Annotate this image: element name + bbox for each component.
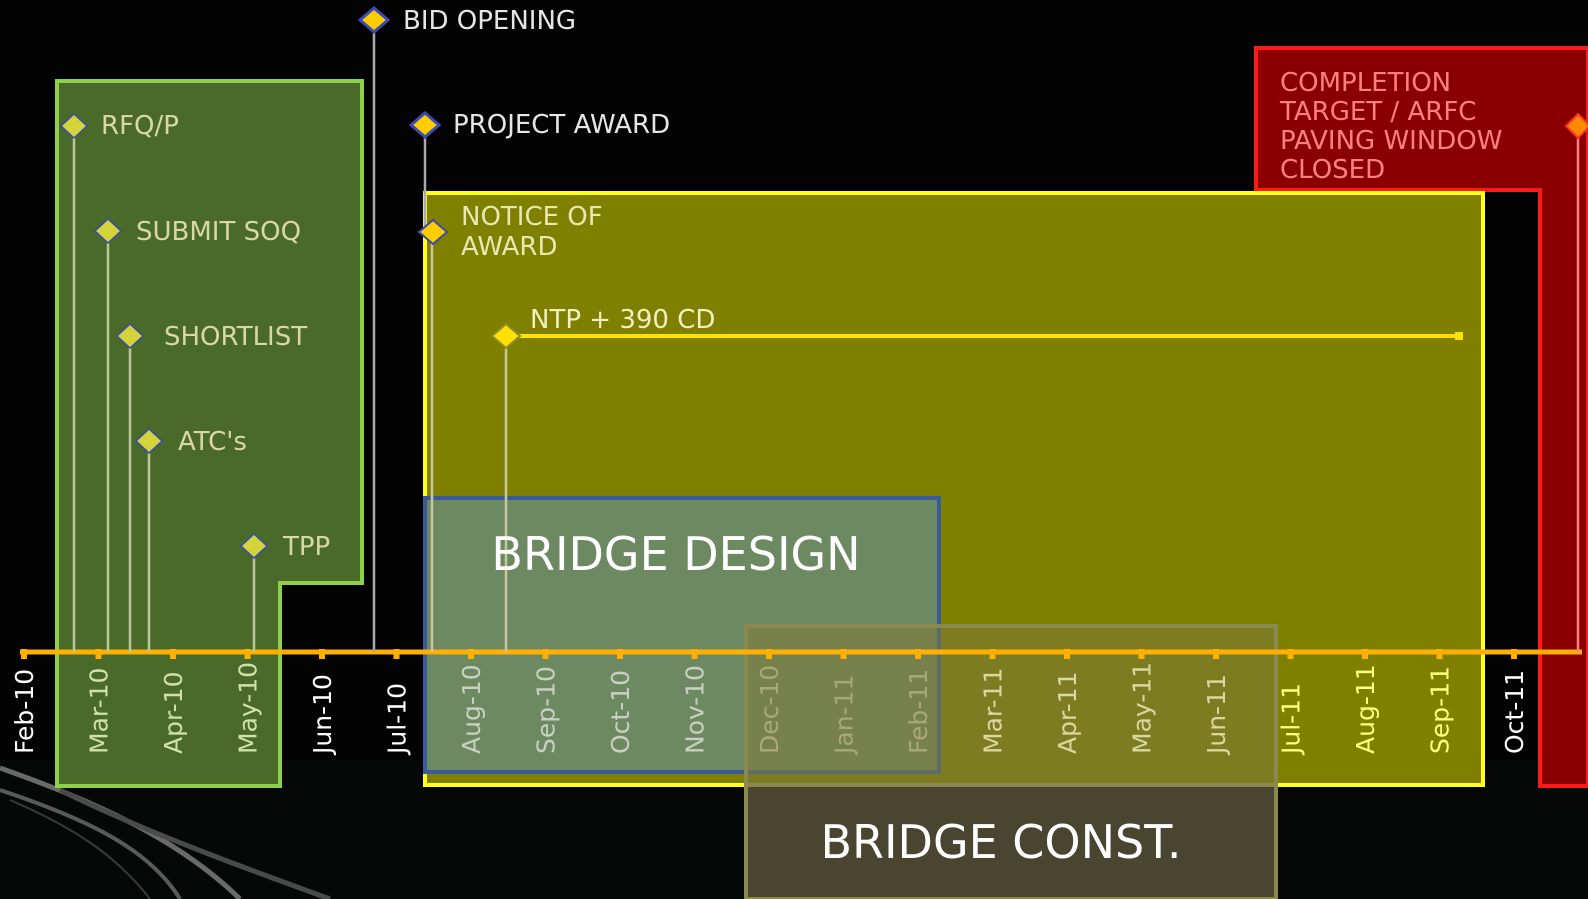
bridge-design-label: BRIDGE DESIGN xyxy=(491,527,860,581)
axis-tick xyxy=(766,649,772,659)
axis-tick xyxy=(1511,649,1517,659)
bridge-const-label: BRIDGE CONST. xyxy=(820,815,1181,869)
month-label-jul-10: Jul-10 xyxy=(383,683,412,756)
project-award-label: PROJECT AWARD xyxy=(453,110,670,140)
completion-diamond-icon xyxy=(1564,112,1588,140)
axis-tick xyxy=(1064,649,1070,659)
notice-of-award-diamond-icon xyxy=(417,218,449,246)
month-label-aug-10: Aug-10 xyxy=(457,664,486,754)
month-label-sep-10: Sep-10 xyxy=(532,666,561,754)
month-label-jun-11: Jun-11 xyxy=(1202,674,1231,756)
axis-tick xyxy=(915,649,921,659)
completion-line2: TARGET / ARFC xyxy=(1279,97,1476,127)
axis-tick xyxy=(691,649,698,659)
axis-tick xyxy=(1287,649,1294,659)
rfqp-diamond-icon xyxy=(59,112,89,140)
bid-opening-diamond-icon xyxy=(357,6,391,34)
axis-tick xyxy=(1138,649,1145,659)
axis-tick xyxy=(617,649,623,659)
axis-tick xyxy=(542,649,549,659)
month-label-jun-10: Jun-10 xyxy=(308,674,337,756)
month-label-mar-10: Mar-10 xyxy=(85,668,114,754)
notice-of-award-label-line1: NOTICE OF xyxy=(461,202,603,232)
axis-tick xyxy=(840,649,847,659)
axis-tick xyxy=(1362,649,1368,659)
axis-ticks xyxy=(21,649,1517,659)
month-label-feb-11: Feb-11 xyxy=(904,669,933,754)
axis-tick xyxy=(170,649,176,659)
notice-of-award-label-line2: AWARD xyxy=(461,232,558,262)
month-label-may-11: May-11 xyxy=(1128,662,1157,754)
ntp-bar-end xyxy=(1455,332,1463,340)
month-label-mar-11: Mar-11 xyxy=(979,668,1008,754)
completion-line1: COMPLETION xyxy=(1280,68,1451,98)
completion-line3: PAVING WINDOW xyxy=(1280,126,1502,156)
month-label-may-10: May-10 xyxy=(234,662,263,754)
submit-soq-label: SUBMIT SOQ xyxy=(136,217,301,247)
month-label-jan-11: Jan-11 xyxy=(830,675,859,756)
month-label-aug-11: Aug-11 xyxy=(1351,664,1380,754)
highway-image xyxy=(0,765,331,899)
axis-tick xyxy=(21,649,27,659)
bridge-const-label-box xyxy=(744,783,1278,899)
shortlist-diamond-icon xyxy=(115,322,145,350)
tpp-diamond-icon xyxy=(239,532,269,560)
month-label-nov-10: Nov-10 xyxy=(681,665,710,754)
axis-tick xyxy=(95,649,102,659)
shortlist-label: SHORTLIST xyxy=(164,322,307,352)
axis-tick xyxy=(319,649,325,659)
month-label-feb-10: Feb-10 xyxy=(10,669,39,754)
atcs-label: ATC's xyxy=(178,427,247,457)
month-label-oct-10: Oct-10 xyxy=(606,670,635,754)
milestone-labels: RFQ/P SUBMIT SOQ SHORTLIST ATC's TPP BID… xyxy=(101,6,715,562)
axis-tick xyxy=(1436,649,1443,659)
axis-tick xyxy=(1213,649,1219,659)
milestone-stems xyxy=(72,20,1580,652)
axis-tick xyxy=(244,649,251,659)
completion-text: COMPLETION TARGET / ARFC PAVING WINDOW C… xyxy=(1279,68,1502,185)
rfqp-label: RFQ/P xyxy=(101,111,179,141)
month-label-sep-11: Sep-11 xyxy=(1426,666,1455,754)
milestone-markers xyxy=(59,6,1588,560)
axis-tick xyxy=(393,649,400,659)
completion-region xyxy=(1254,46,1588,788)
submit-soq-diamond-icon xyxy=(93,217,123,245)
bid-opening-label: BID OPENING xyxy=(403,6,576,36)
ntp-diamond-icon xyxy=(490,322,522,350)
month-label-apr-10: Apr-10 xyxy=(159,672,188,754)
project-award-diamond-icon xyxy=(408,111,442,139)
procurement-region xyxy=(55,79,364,788)
tpp-label: TPP xyxy=(282,532,330,562)
axis-tick xyxy=(468,649,474,659)
month-label-jul-11: Jul-11 xyxy=(1277,683,1306,756)
completion-line4: CLOSED xyxy=(1280,155,1385,185)
atcs-diamond-icon xyxy=(134,427,164,455)
month-label-oct-11: Oct-11 xyxy=(1500,670,1529,754)
axis-month-labels: Feb-10 Mar-10 Apr-10 May-10 Jun-10 Jul-10 Aug-… xyxy=(10,662,1529,756)
month-label-apr-11: Apr-11 xyxy=(1053,672,1082,754)
axis-tick xyxy=(989,649,996,659)
ntp-label: NTP + 390 CD xyxy=(530,305,715,335)
month-label-dec-10: Dec-10 xyxy=(755,665,784,754)
